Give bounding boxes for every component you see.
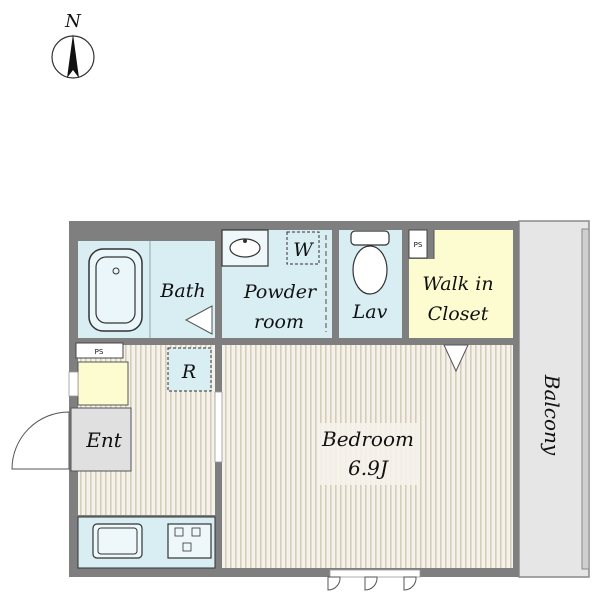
sliding-door <box>214 391 223 463</box>
walkin-label-line2: Closet <box>428 303 489 325</box>
entrance-door-swing-icon <box>11 411 70 470</box>
balcony: Balcony <box>518 220 590 578</box>
closet-door-icon <box>443 344 469 373</box>
entrance-label: Ent <box>85 428 122 452</box>
window-left <box>68 371 79 397</box>
balcony-door-swings <box>327 569 421 591</box>
room-bedroom: Bedroom 6.9J <box>222 344 513 568</box>
entrance: Ent <box>11 407 132 472</box>
ps-top-label: PS <box>414 241 423 249</box>
bathtub-icon <box>88 248 143 332</box>
kitchen-counter <box>77 516 216 569</box>
door-swing-icon <box>403 576 417 591</box>
lav-label: Lav <box>352 301 388 323</box>
door-swing-icon <box>364 576 378 591</box>
bedroom-label: Bedroom <box>321 427 414 451</box>
compass: N <box>51 11 95 79</box>
bath-label: Bath <box>159 280 205 302</box>
toilet-bowl-icon <box>352 245 388 295</box>
door-swing-icon <box>327 576 341 591</box>
stove-icon <box>167 523 212 559</box>
washer-label: W <box>293 239 314 261</box>
room-walkin-closet: Walk in Closet <box>409 230 513 338</box>
ps-left-box <box>75 342 124 359</box>
toilet-tank-icon <box>350 230 390 246</box>
bath-door-icon <box>184 305 213 335</box>
compass-north-label: N <box>64 11 82 32</box>
ps-top-box <box>408 229 428 259</box>
shoe-closet <box>77 361 129 406</box>
walkin-label-line1: Walk in <box>422 273 493 295</box>
refrigerator-icon <box>167 347 212 392</box>
ps-left-label: PS <box>95 348 104 356</box>
balcony-label: Balcony <box>540 374 564 456</box>
powder-label-line2: room <box>254 311 304 333</box>
room-bath: Bath <box>78 241 215 338</box>
kitchen-sink-icon <box>92 523 143 559</box>
bedroom-size: 6.9J <box>348 456 389 480</box>
refrigerator-label: R <box>181 361 196 383</box>
compass-needle-icon <box>67 34 79 78</box>
room-powder: W Powder room <box>221 229 332 338</box>
room-lav: Lav <box>339 230 402 338</box>
washer-icon <box>286 231 320 265</box>
powder-label-line1: Powder <box>243 281 318 303</box>
